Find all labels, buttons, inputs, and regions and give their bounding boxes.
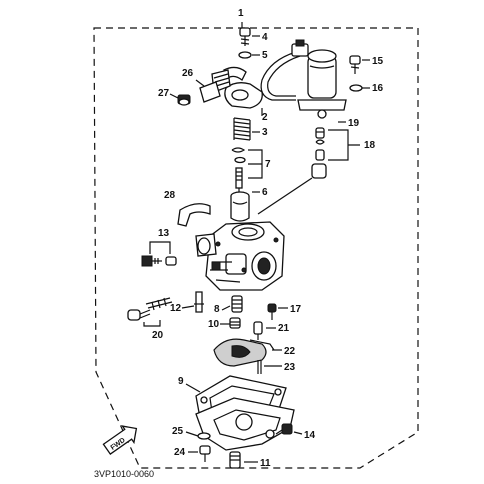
callout-13: 13 [158, 228, 170, 239]
needle-part [235, 167, 243, 196]
top-cover-part [224, 82, 263, 109]
screw-part [239, 27, 251, 46]
callout-16: 16 [372, 83, 384, 94]
washer-part [349, 84, 363, 92]
assembly-frame [93, 27, 419, 469]
spring-part [233, 117, 251, 141]
adjust-screw-part [141, 255, 162, 267]
callout-14: 14 [304, 430, 316, 441]
callout-9: 9 [178, 376, 184, 387]
callout-26: 26 [182, 68, 194, 79]
callout-1: 1 [238, 8, 244, 19]
auto-choke-part [260, 39, 347, 119]
elbow-fitting-part [199, 66, 247, 103]
callout-10: 10 [208, 319, 220, 330]
callout-19: 19 [348, 118, 360, 129]
pilot-jet-part [229, 317, 241, 329]
carburetor-body-part [195, 221, 285, 291]
callout-11: 11 [260, 458, 271, 469]
screw-part [199, 445, 211, 462]
float-pin-part [257, 360, 262, 374]
callout-5: 5 [262, 50, 268, 61]
drawing-code: 3VP1010-0060 [94, 469, 154, 479]
callout-4: 4 [262, 32, 268, 43]
callout-24: 24 [174, 447, 186, 458]
callout-21: 21 [278, 323, 290, 334]
callout-27: 27 [158, 88, 170, 99]
drain-plug-part [229, 451, 241, 469]
callout-28: 28 [164, 190, 176, 201]
callout-23: 23 [284, 362, 296, 373]
callout-3: 3 [262, 127, 268, 138]
air-screw-part [127, 297, 173, 321]
callout-2: 2 [262, 112, 268, 123]
fwd-arrow-icon: FWD [102, 425, 138, 455]
screw-part [267, 303, 277, 320]
main-jet-part [231, 295, 243, 313]
float-bowl-part [195, 397, 295, 451]
callout-8: 8 [214, 304, 220, 315]
washer-part [197, 432, 211, 440]
callout-20: 20 [152, 330, 164, 341]
callout-12: 12 [170, 303, 182, 314]
float-part [213, 338, 275, 367]
callout-18: 18 [364, 140, 376, 151]
callout-17: 17 [290, 304, 302, 315]
cap-part [177, 94, 191, 106]
drain-hose-part [177, 203, 211, 227]
jet-part [194, 291, 204, 313]
throttle-valve-part [230, 191, 250, 222]
spring-part [165, 256, 177, 266]
callout-25: 25 [172, 426, 184, 437]
callout-22: 22 [284, 346, 296, 357]
clip-part [231, 147, 246, 153]
screw-part [349, 55, 361, 74]
plunger-part [311, 127, 327, 179]
callout-6: 6 [262, 187, 268, 198]
callout-7: 7 [265, 159, 271, 170]
float-valve-part [253, 321, 263, 340]
screw-part [275, 423, 293, 435]
washer-part [238, 51, 252, 59]
callout-15: 15 [372, 56, 384, 67]
washer-part [234, 156, 246, 164]
